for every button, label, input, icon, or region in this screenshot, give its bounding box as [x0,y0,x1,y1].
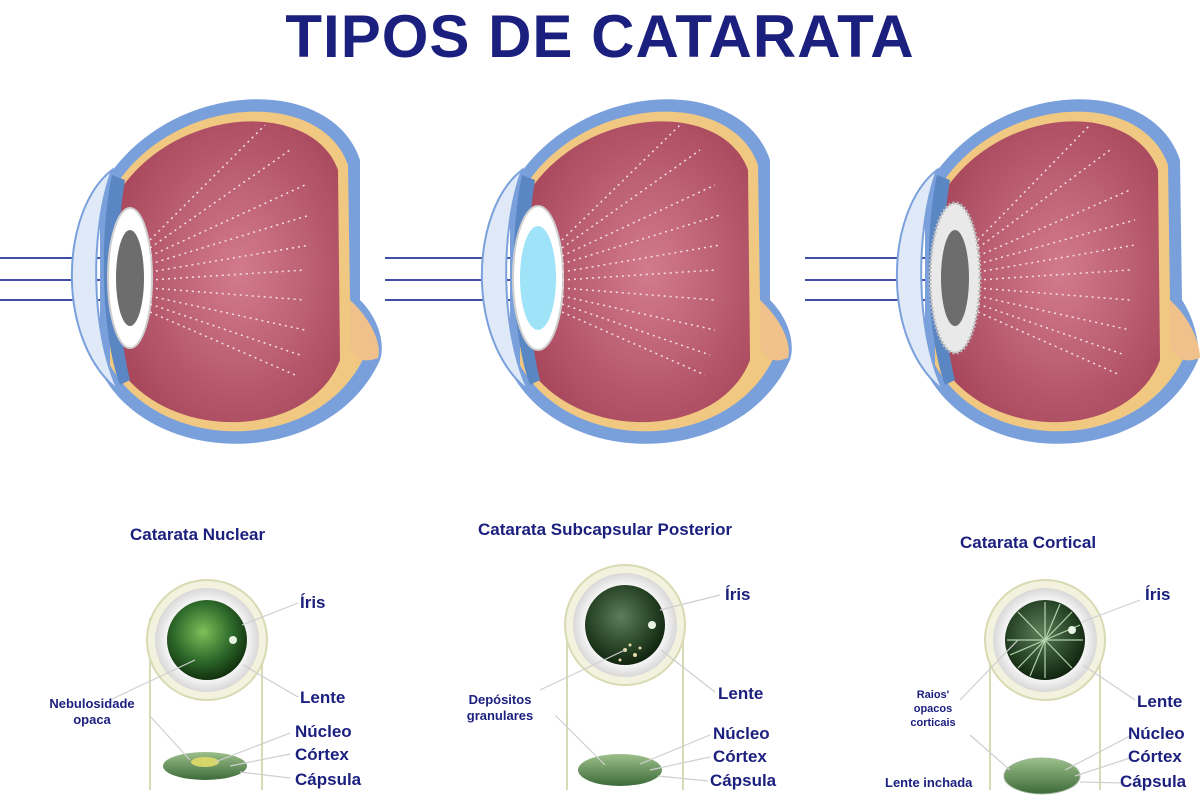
heading-subcapsular: Catarata Subcapsular Posterior [478,520,733,539]
lens-detail-cortical [959,579,1141,795]
label-lens: Lente [718,684,764,703]
label-capsule: Cápsula [295,770,362,789]
label-swollen-lens: Lente inchada [885,775,973,790]
main-title: TIPOS DE CATARATA [285,3,915,70]
label-lens: Lente [300,688,346,707]
label-nucleus: Núcleo [1128,724,1185,743]
heading-nuclear: Catarata Nuclear [130,525,266,544]
label-nucleus: Núcleo [295,722,352,741]
label-granular-deposits: Depósitos granulares [466,692,534,723]
label-opaque-cloudiness: Nebulosidade opaca [49,696,135,727]
lens-detail-nuclear [109,579,299,790]
label-lens: Lente [1137,692,1183,711]
eye-cross-section-nuclear [0,99,382,444]
label-capsule: Cápsula [710,771,777,790]
label-cortex: Córtex [1128,747,1182,766]
label-cortex: Córtex [295,745,349,764]
label-iris: Íris [1145,585,1171,604]
lens-detail-subcapsular [539,564,721,790]
heading-cortical: Catarata Cortical [960,533,1097,552]
label-cortex: Córtex [713,747,767,766]
label-cortical-opacities: Raios' opacos corticais [910,689,956,729]
label-iris: Íris [300,593,326,612]
eye-cross-section-subcapsular [385,99,792,444]
label-iris: Íris [725,585,751,604]
eye-cross-section-cortical [805,99,1200,444]
label-nucleus: Núcleo [713,724,770,743]
label-capsule: Cápsula [1120,772,1187,791]
